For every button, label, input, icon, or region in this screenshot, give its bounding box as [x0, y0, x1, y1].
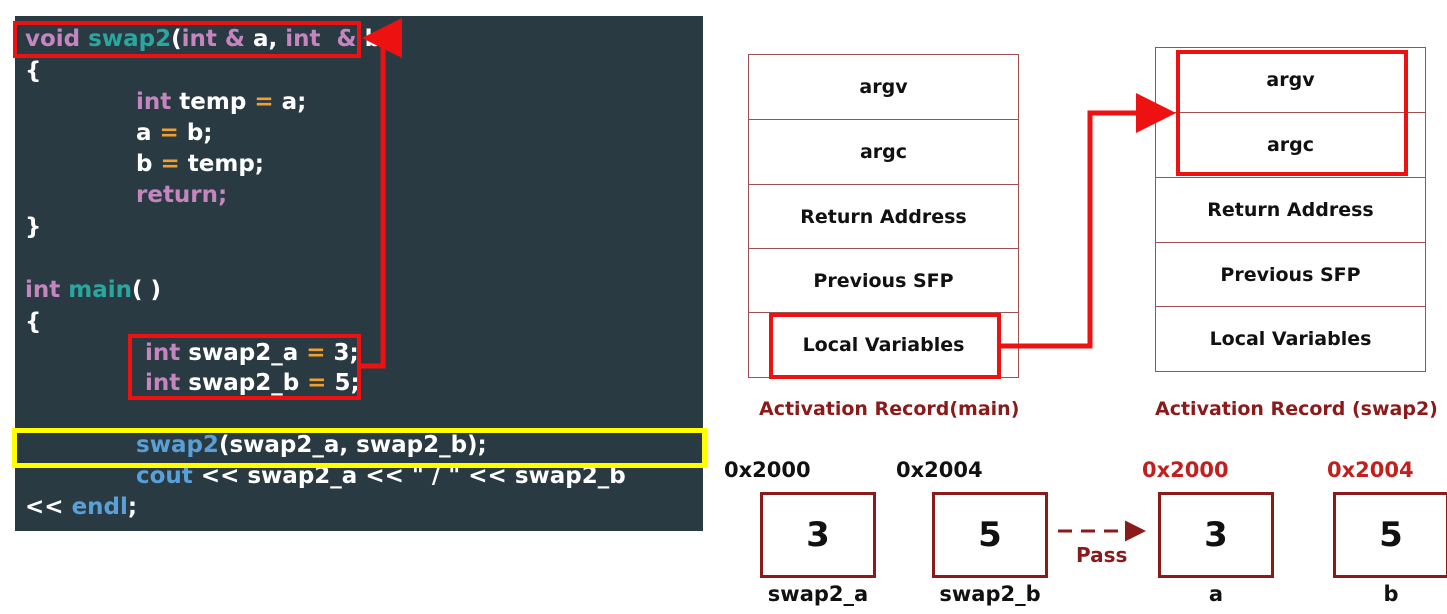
code-line-decl-a: int swap2_a = 3; [145, 338, 359, 368]
memory-box-swap2-a: 3 [760, 492, 876, 578]
stack-cell-argc: argc [749, 120, 1018, 185]
code-token: void [25, 26, 81, 52]
code-line-main-signature: int main( ) [25, 275, 161, 305]
variable-name: swap2_b [939, 582, 1041, 606]
code-line: } [25, 214, 42, 240]
address-label: 0x2004 [1327, 458, 1414, 482]
code-token: 3; [325, 340, 359, 366]
memory-box-b: 5 [1333, 492, 1447, 578]
swap2-activation-record: argv argc Return Address Previous SFP Lo… [1155, 47, 1426, 372]
code-token: = [159, 120, 179, 146]
code-token: = [254, 89, 274, 115]
variable-name: swap2_a [767, 582, 869, 606]
address-label: 0x2004 [896, 458, 983, 482]
code-token: temp; [179, 151, 264, 177]
memory-box-a: 3 [1158, 492, 1274, 578]
main-activation-record: argv argc Return Address Previous SFP Lo… [748, 54, 1019, 378]
code-token: & [336, 26, 357, 52]
variable-name: a [1208, 582, 1224, 606]
code-token: a; [273, 89, 307, 115]
code-line-assign-b: b = temp; [136, 149, 264, 179]
code-token: int [285, 26, 321, 52]
code-token: = [306, 340, 326, 366]
code-token: b; [178, 120, 213, 146]
code-token: & [224, 26, 245, 52]
params-highlight [1176, 50, 1408, 176]
code-token: 5; [326, 370, 360, 396]
call-line-highlight [12, 428, 707, 468]
code-line-temp: int temp = a; [136, 87, 306, 117]
main-record-label: Activation Record(main) [759, 398, 1020, 420]
code-line-endl: << endl; [25, 492, 137, 522]
address-label: 0x2000 [1142, 458, 1229, 482]
code-token: b) [356, 26, 392, 52]
stack-cell-previous-sfp: Previous SFP [1156, 243, 1425, 307]
code-token: swap2_b [180, 370, 308, 396]
address-label: 0x2000 [724, 458, 811, 482]
code-line: { [25, 58, 42, 84]
code-token: swap2 [88, 26, 172, 52]
stack-cell-argv: argv [1156, 48, 1425, 113]
declarations-highlight [128, 334, 361, 400]
swap2-record-label: Activation Record (swap2) [1155, 398, 1438, 420]
stack-cell-local-variables: Local Variables [1209, 328, 1372, 350]
code-token: (swap2_a, swap2_b); [218, 432, 487, 458]
local-variables-highlight [769, 313, 1001, 379]
stack-cell-return-address: Return Address [1156, 178, 1425, 243]
stack-cell-previous-sfp: Previous SFP [749, 249, 1018, 313]
code-line-decl-b: int swap2_b = 5; [145, 368, 360, 398]
code-token: a, [244, 26, 286, 52]
code-token: = [160, 151, 180, 177]
code-token: swap2_a [180, 340, 307, 366]
stack-cell-argv: argv [749, 55, 1018, 120]
code-token: int [145, 340, 181, 366]
stack-cell-argc: argc [1156, 113, 1425, 178]
code-token: ( ) [132, 277, 162, 303]
stack-cell-local-variables: Local Variables [802, 334, 965, 356]
code-token: ; [127, 494, 138, 520]
code-token: int [25, 277, 61, 303]
variable-name: b [1383, 582, 1399, 606]
pass-label: Pass [1076, 543, 1128, 567]
code-token: = [307, 370, 327, 396]
func-signature-highlight [13, 21, 361, 58]
memory-box-swap2-b: 5 [932, 492, 1048, 578]
code-token: temp [171, 89, 255, 115]
code-token: a [136, 120, 160, 146]
code-token: int [181, 26, 217, 52]
code-token: main [68, 277, 133, 303]
code-token: << [25, 494, 72, 520]
code-line-assign-a: a = b; [136, 118, 212, 148]
code-token: int [136, 89, 172, 115]
stack-cell-return-address: Return Address [749, 185, 1018, 249]
code-token: b [136, 151, 161, 177]
code-line-return: return; [136, 182, 228, 208]
code-line-call: swap2(swap2_a, swap2_b); [136, 430, 487, 460]
code-token: ( [171, 26, 182, 52]
code-token: endl [71, 494, 128, 520]
code-token: swap2 [136, 432, 219, 458]
code-line: { [25, 309, 42, 335]
reference-arrow-stack [1001, 93, 1176, 349]
code-token: int [145, 370, 181, 396]
